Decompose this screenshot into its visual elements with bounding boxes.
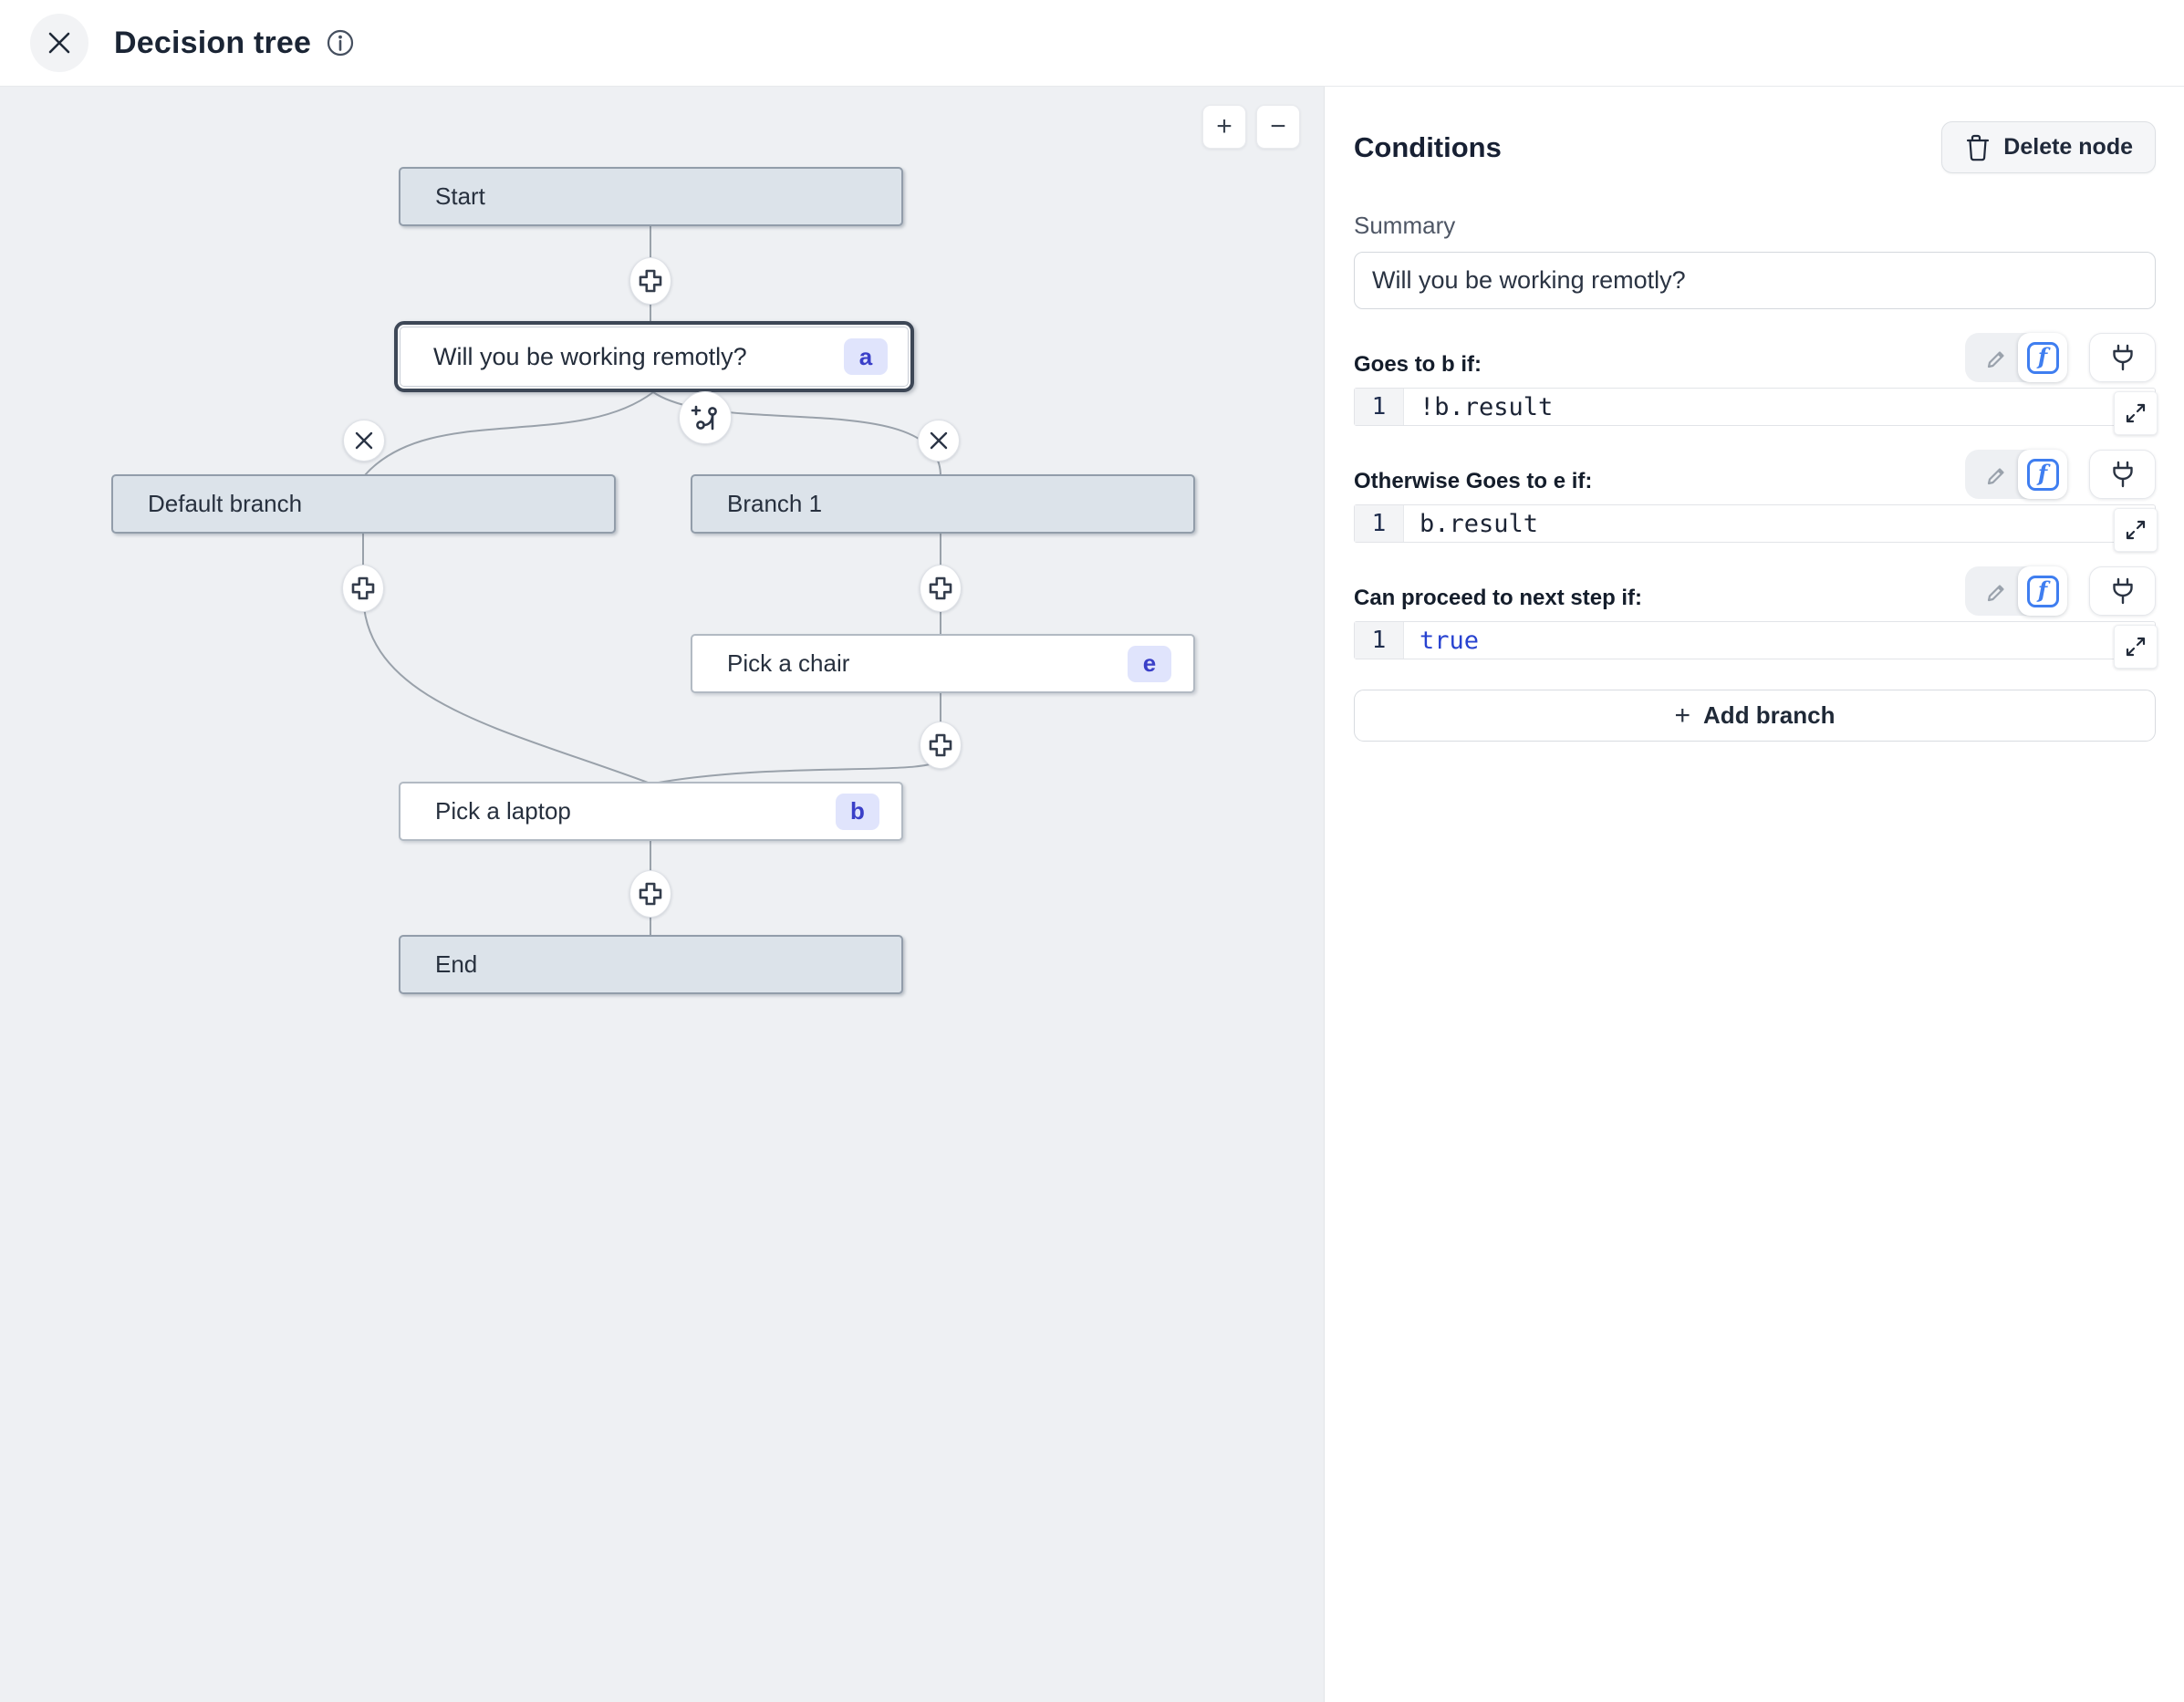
- pencil-icon: [1987, 468, 2004, 485]
- delete-branch-button[interactable]: [918, 420, 960, 462]
- function-icon: f: [2026, 575, 2059, 607]
- node-label: Pick a chair: [727, 649, 850, 677]
- node-start[interactable]: Start: [399, 167, 903, 226]
- expand-editor-button[interactable]: [2114, 508, 2158, 552]
- add-step-button[interactable]: [920, 721, 962, 769]
- plus-icon: [639, 269, 662, 293]
- delete-node-label: Delete node: [2003, 134, 2133, 160]
- add-step-button[interactable]: [629, 870, 671, 918]
- node-pick-chair[interactable]: Pick a chair e: [691, 634, 1195, 693]
- condition-label: Otherwise Goes to e if:: [1354, 469, 1593, 493]
- add-step-button[interactable]: [342, 565, 384, 612]
- condition-label: Can proceed to next step if:: [1354, 586, 1643, 610]
- summary-label: Summary: [1354, 212, 1456, 239]
- branch-plus-icon: [691, 405, 717, 431]
- condition-label: Goes to b if:: [1354, 352, 1482, 377]
- panel-title: Conditions: [1354, 130, 1502, 163]
- node-label: Will you be working remotly?: [433, 342, 747, 370]
- add-branch-label: Add branch: [1703, 701, 1836, 729]
- condition-section: Goes to b if: f: [1354, 333, 2158, 435]
- condition-section: Otherwise Goes to e if: f: [1354, 450, 2158, 552]
- edit-mode-button[interactable]: [1978, 450, 2018, 499]
- plus-icon: [639, 882, 662, 906]
- node-default-branch[interactable]: Default branch: [111, 474, 616, 534]
- editor-mode-toggle: f: [1965, 566, 2067, 616]
- code-editor[interactable]: 1 true: [1354, 621, 2158, 669]
- page-title: Decision tree: [114, 25, 312, 60]
- function-icon: f: [2026, 341, 2059, 374]
- plus-icon: [929, 576, 952, 600]
- add-step-button[interactable]: [920, 565, 962, 612]
- add-step-button[interactable]: [629, 257, 671, 305]
- info-button[interactable]: [326, 28, 355, 57]
- node-label: Branch 1: [727, 490, 823, 517]
- info-icon: [328, 29, 354, 57]
- flow-canvas[interactable]: + − Start Will you be working remotly? a…: [0, 87, 1324, 1702]
- connect-data-button[interactable]: [2089, 566, 2156, 616]
- zoom-in-button[interactable]: +: [1202, 105, 1246, 149]
- conditions-panel: Conditions Delete node Summary Goes to b…: [1324, 87, 2184, 1702]
- close-button[interactable]: [30, 14, 88, 72]
- plug-icon: [2112, 461, 2133, 488]
- expand-editor-button[interactable]: [2114, 391, 2158, 435]
- node-pick-laptop[interactable]: Pick a laptop b: [399, 782, 903, 841]
- code-editor[interactable]: 1 b.result: [1354, 504, 2158, 552]
- node-badge: a: [844, 338, 888, 375]
- node-branch-1[interactable]: Branch 1: [691, 474, 1195, 534]
- code-editor[interactable]: 1 !b.result: [1354, 388, 2158, 435]
- line-number: 1: [1355, 505, 1404, 542]
- code-mode-button[interactable]: f: [2018, 333, 2067, 382]
- delete-node-button[interactable]: Delete node: [1941, 121, 2156, 173]
- trash-icon: [1967, 134, 1990, 161]
- code-mode-button[interactable]: f: [2018, 450, 2067, 499]
- condition-section: Can proceed to next step if: f: [1354, 566, 2158, 669]
- x-icon: [930, 431, 948, 450]
- pencil-icon: [1987, 351, 2004, 368]
- connect-data-button[interactable]: [2089, 450, 2156, 499]
- expand-editor-button[interactable]: [2114, 625, 2158, 669]
- summary-input[interactable]: [1354, 252, 2156, 309]
- function-icon: f: [2026, 458, 2059, 491]
- app-header: Decision tree: [0, 0, 2184, 87]
- add-branch-button[interactable]: + Add branch: [1354, 690, 2156, 742]
- node-label: Pick a laptop: [435, 797, 571, 825]
- code-text: b.result: [1420, 509, 1539, 538]
- code-text: true: [1420, 626, 1480, 655]
- plug-icon: [2112, 344, 2133, 371]
- code-text: !b.result: [1420, 392, 1554, 421]
- edit-mode-button[interactable]: [1978, 333, 2018, 382]
- node-label: Default branch: [148, 490, 303, 517]
- plus-icon: [929, 733, 952, 757]
- node-label: End: [435, 950, 478, 978]
- edit-mode-button[interactable]: [1978, 566, 2018, 616]
- node-badge: b: [836, 793, 879, 830]
- expand-icon: [2126, 403, 2146, 423]
- code-mode-button[interactable]: f: [2018, 566, 2067, 616]
- expand-icon: [2126, 520, 2146, 540]
- node-question-selected[interactable]: Will you be working remotly? a: [394, 321, 914, 392]
- add-branch-node-button[interactable]: [679, 391, 732, 444]
- pencil-icon: [1987, 585, 2004, 602]
- editor-mode-toggle: f: [1965, 450, 2067, 499]
- plus-icon: [351, 576, 375, 600]
- editor-mode-toggle: f: [1965, 333, 2067, 382]
- line-number: 1: [1355, 622, 1404, 659]
- zoom-out-button[interactable]: −: [1256, 105, 1300, 149]
- plus-icon: +: [1674, 700, 1691, 731]
- node-end[interactable]: End: [399, 935, 903, 994]
- node-badge: e: [1128, 645, 1171, 682]
- x-icon: [355, 431, 373, 450]
- close-icon: [48, 32, 70, 54]
- delete-branch-button[interactable]: [343, 420, 385, 462]
- plug-icon: [2112, 577, 2133, 605]
- expand-icon: [2126, 637, 2146, 657]
- connect-data-button[interactable]: [2089, 333, 2156, 382]
- line-number: 1: [1355, 389, 1404, 425]
- node-label: Start: [435, 182, 485, 210]
